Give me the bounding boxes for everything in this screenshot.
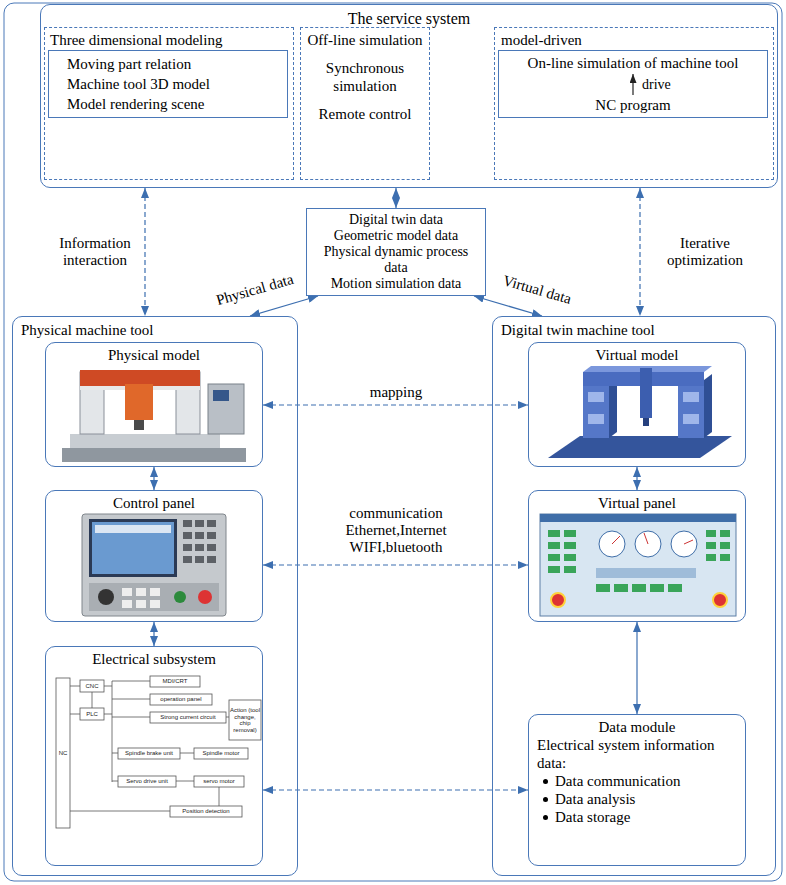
node-text: Data communication [537,772,737,790]
outer-frame [4,3,782,881]
node-text: Electrical system information data: [537,736,737,772]
virtual-panel-picture [540,514,736,616]
node-title: Virtual panel [532,494,742,512]
edge-label: mapping [361,384,431,401]
connector [474,296,542,316]
bullet-dot [543,797,548,802]
block-label: Strong current circuit [150,712,226,723]
node-title: Physical model [49,346,259,364]
edge-label: Information interaction [53,235,137,269]
node-text: Remote control [305,105,425,123]
block-label: Position detection [170,806,242,817]
connector [153,622,154,646]
block-label: NC [56,678,70,828]
connector [636,467,637,490]
node-title: Virtual model [532,346,742,364]
block-label: Action (tool change, chip removal) [229,700,261,740]
block-label: PLC [80,708,104,720]
node-text: Machine tool 3D model [67,74,283,94]
node-text: Model rendering scene [67,94,283,114]
edge-label: Virtual data [491,269,582,310]
block-label: CNC [80,680,104,692]
component-box: Control panel [45,490,263,622]
node-text: Physical dynamic process data [311,244,481,276]
node-title: Three dimensional modeling [50,31,288,49]
node-title: Moving part relation [67,54,283,74]
node-title: Electrical subsystem [49,650,259,668]
module-group: model-drivenOn-line simulation of machin… [494,27,774,180]
connector [639,188,640,316]
arrow-label: drive [642,76,682,94]
node-text: Synchronous simulation [305,59,425,95]
module-group: Three dimensional modelingMoving part re… [44,27,294,180]
control-panel-photo [82,514,226,616]
component-box: Data moduleElectrical system information… [528,714,746,866]
item-box: Moving part relationMachine tool 3D mode… [48,50,288,118]
component-box: Physical model [45,342,263,467]
connector [636,622,637,714]
connector [263,564,528,565]
node-title: Digital twin data [311,212,481,228]
data-box: Digital twin dataGeometric model dataPhy… [306,208,486,296]
component-box: Electrical subsystemMDI/CRT NC CNC PLC opera… [45,646,263,866]
bullet-dot [543,815,548,820]
node-text: Data storage [537,808,737,826]
connector [153,467,154,490]
connector [395,188,396,208]
node-title: On-line simulation of machine tool [503,54,763,72]
edge-label: Iterative optimization [657,235,753,269]
block-label: Spindle motor [194,748,248,759]
node-title: Control panel [49,494,259,512]
component-box: Virtual model [528,342,746,467]
node-title: Data module [537,718,737,736]
bullet-dot [543,779,548,784]
connector [250,296,318,316]
virtual-machine-model [548,366,732,458]
node-title: Digital twin machine tool [501,321,767,339]
system-panel: The service systemThree dimensional mode… [40,4,778,188]
node-title: Physical machine tool [21,321,289,339]
block-label: servo motor [194,776,244,787]
block-label: MDI/CRT [150,676,200,687]
drive-arrow [632,74,633,95]
machine-panel: Digital twin machine toolVirtual modelVi… [492,316,776,876]
node-title: The service system [47,9,771,29]
connector [263,404,528,405]
node-text: Motion simulation data [311,276,481,292]
node-title: model-driven [501,31,767,49]
block-label: operation panel [150,694,212,705]
item-box: On-line simulation of machine tool NC pro… [498,50,768,118]
machine-tool-photo [62,370,246,462]
node-title: Off-line simulation [305,31,425,49]
block-label: Servo drive unit [118,776,176,787]
node-text: NC program [499,96,767,114]
machine-panel: Physical machine toolPhysical modelContr… [12,316,298,876]
module-group: Off-line simulationSynchronous simulatio… [300,27,430,180]
block-label: Spindle brake unit [118,748,180,759]
node-text: Data analysis [537,790,737,808]
electrical-block-diagram [56,676,261,828]
component-box: Virtual panel [528,490,746,622]
node-text: Geometric model data [311,228,481,244]
edge-label: communication Ethernet,Internet WIFI,blu… [331,505,461,556]
connector [263,789,528,790]
connector [144,188,145,316]
